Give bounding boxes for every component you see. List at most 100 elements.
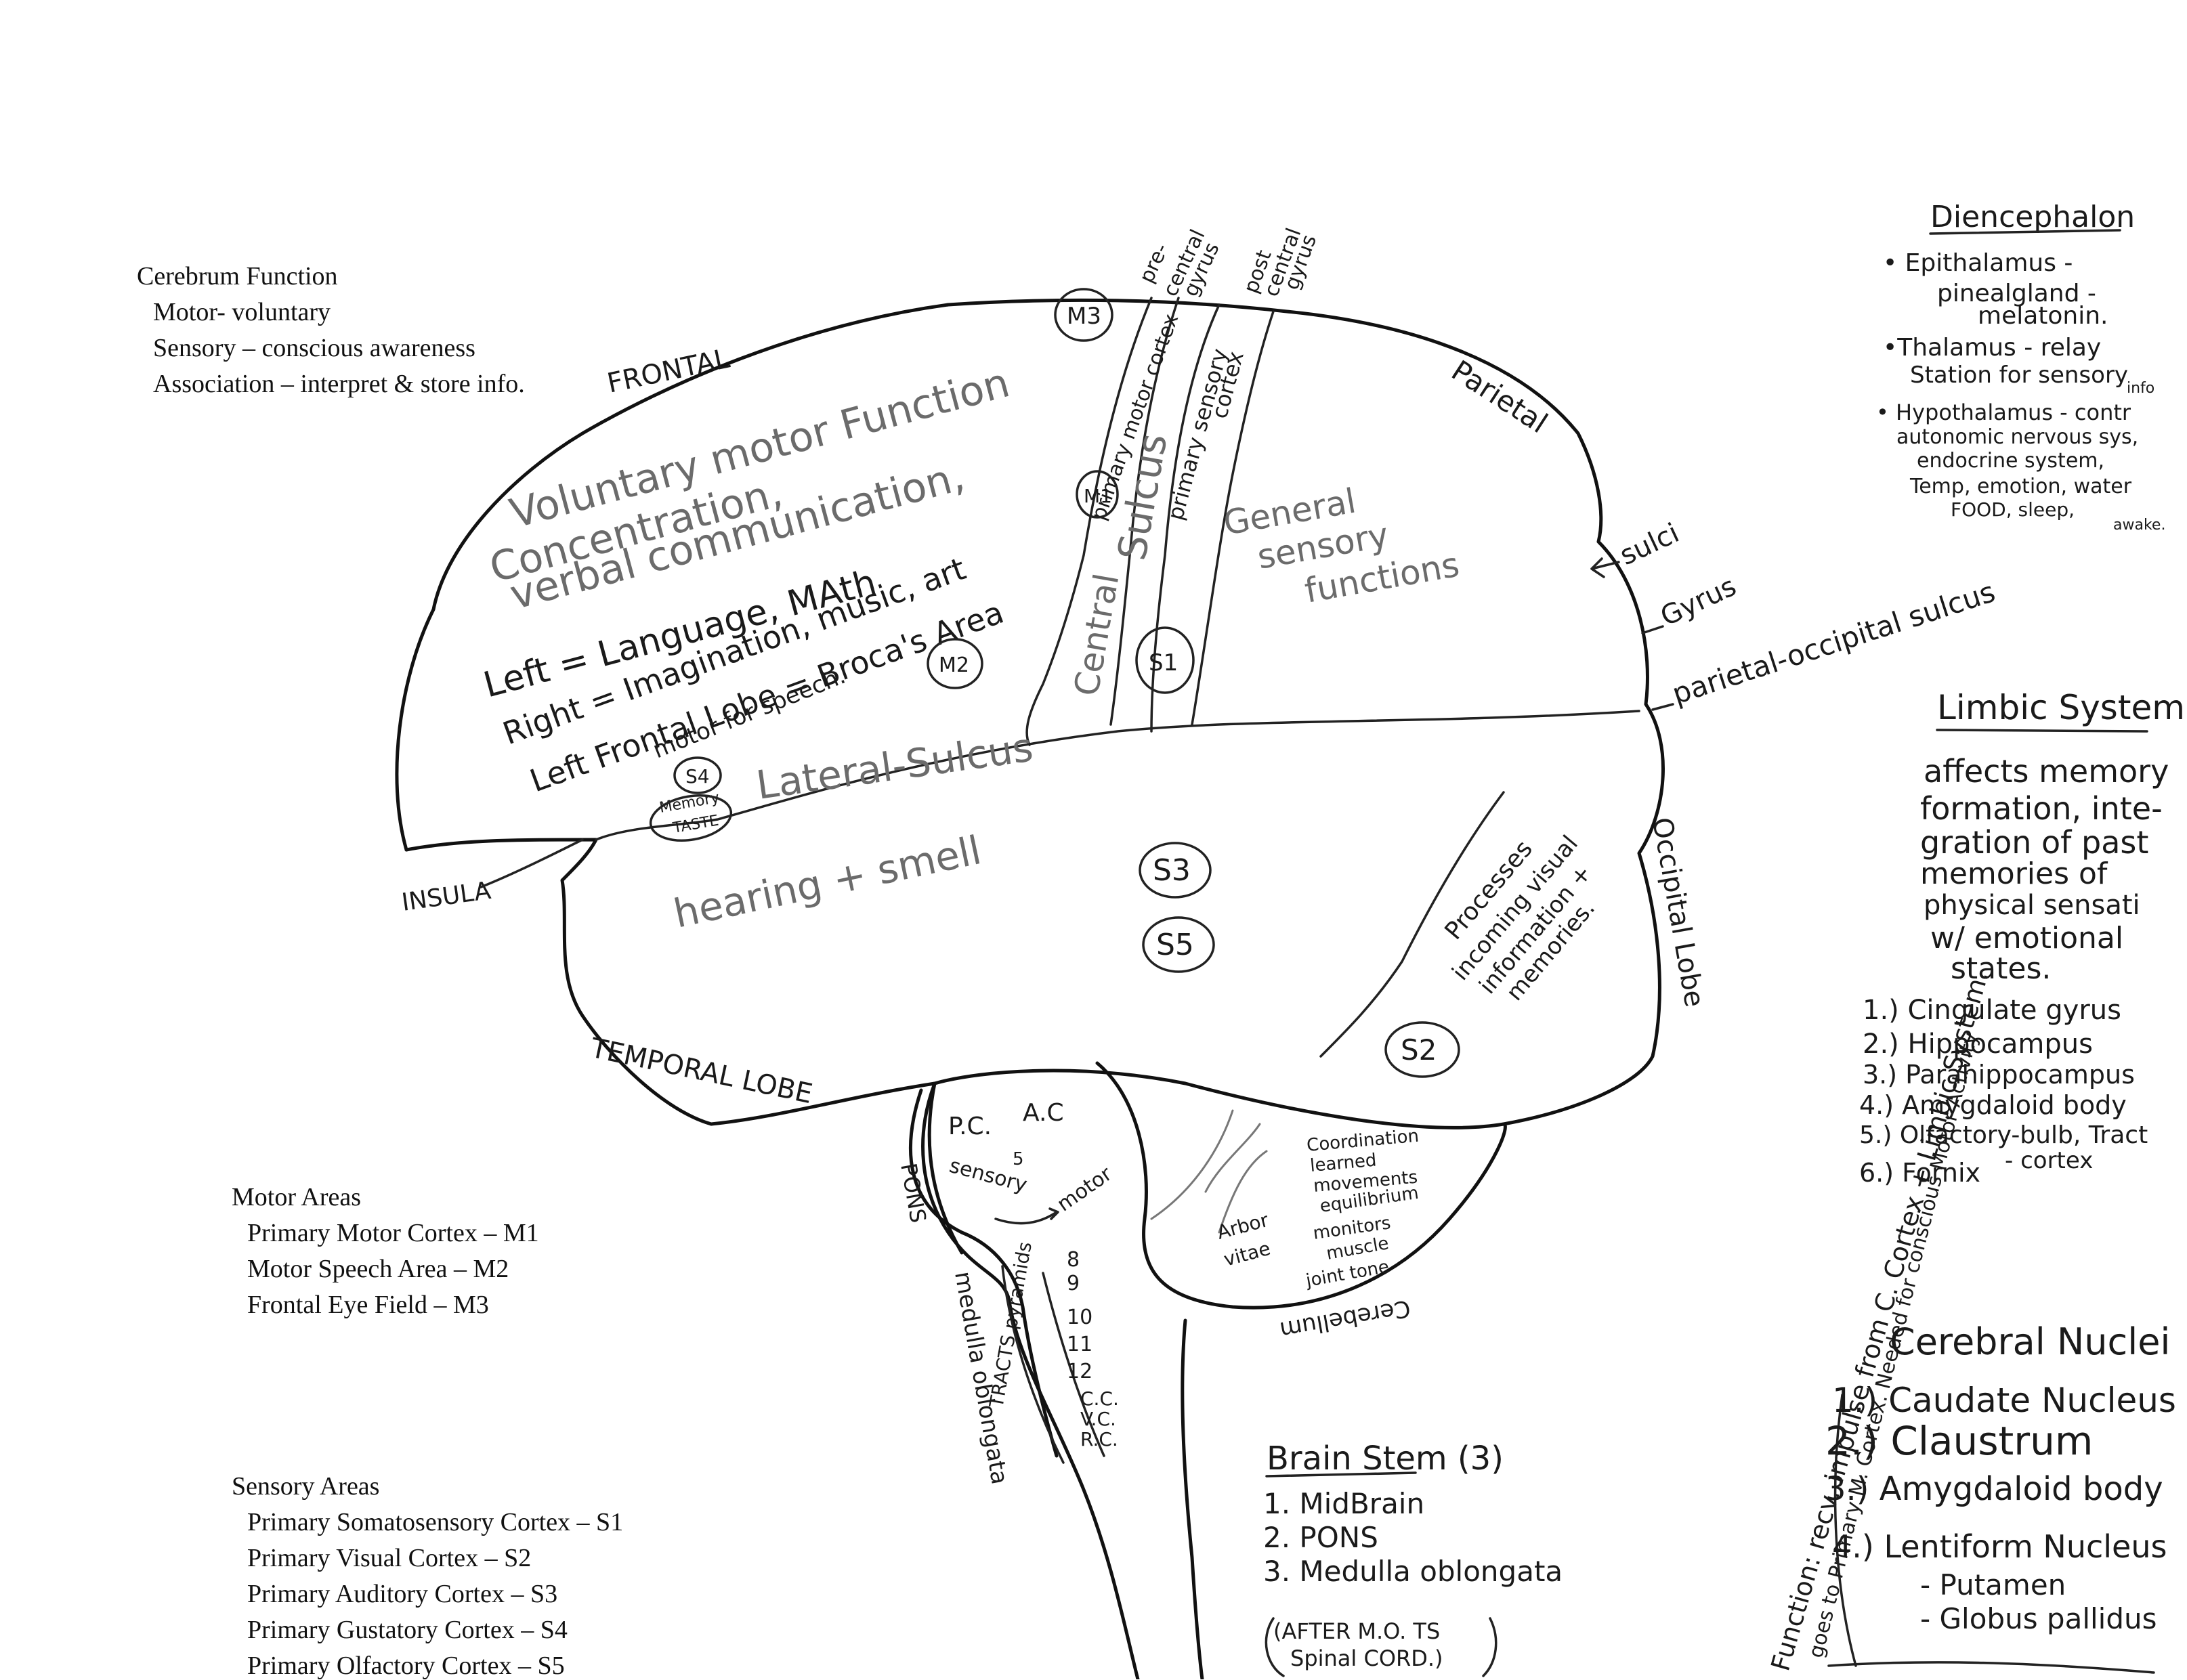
limbic-description-line: gration of past [1920, 824, 2148, 861]
limbic-description-line: memories of [1920, 857, 2108, 891]
diencephalon-line: •Thalamus - relay [1883, 334, 2101, 362]
cranial-nerve-label: 9 [1067, 1272, 1080, 1295]
svg-text:M3: M3 [1067, 303, 1101, 330]
marker-s3: S3 [1139, 842, 1212, 899]
parietal-label: Parietal [1446, 353, 1554, 439]
diencephalon-line: Station for sensory [1910, 362, 2128, 389]
marker-s1: S1 [1135, 626, 1195, 694]
spinal-cord-outline [1181, 1318, 1204, 1679]
medulla-line [1001, 1265, 1105, 1464]
gyrus-label: Gyrus [1656, 571, 1741, 632]
postcentral-gyrus-line [1150, 303, 1220, 733]
cranial-nerve-label: 12 [1067, 1360, 1092, 1383]
brainstem-outline [921, 1081, 1140, 1679]
svg-text:S1: S1 [1149, 649, 1178, 676]
svg-text:S4: S4 [685, 765, 710, 788]
limbic-item: - cortex [2005, 1147, 2093, 1174]
diencephalon-title: Diencephalon [1930, 200, 2135, 234]
cerebral-nuclei-title: Cerebral Nuclei [1890, 1320, 2170, 1363]
diencephalon-line: • Epithalamus - [1883, 249, 2073, 277]
cranial-nerve-label: V.C. [1080, 1408, 1116, 1430]
cerebral-nuclei-item: 4.) Lentiform Nucleus [1832, 1528, 2167, 1565]
sensory-areas-item: Primary Visual Cortex – S2 [247, 1544, 532, 1572]
cerebrum-function-title: Cerebrum Function [137, 262, 338, 290]
diencephalon-line: Temp, emotion, water [1909, 475, 2132, 498]
cerebrum-function-item: Motor- voluntary [153, 298, 331, 326]
brainstem-front-outline [927, 1081, 964, 1255]
cerebellum-outline [1095, 1061, 1507, 1310]
svg-text:S3: S3 [1153, 853, 1191, 888]
limbic-item: 3.) Parahippocampus [1863, 1060, 2135, 1090]
cranial-5-label: 5 [1013, 1149, 1024, 1169]
svg-text:M2: M2 [939, 653, 969, 677]
sensory-areas-item: Primary Gustatory Cortex – S4 [247, 1616, 568, 1644]
svg-text:S5: S5 [1156, 928, 1194, 962]
brain-stem-note: Spinal CORD.) [1290, 1645, 1443, 1671]
limbic-item: 2.) Hippocampus [1863, 1029, 2093, 1060]
insula-label: INSULA [400, 877, 493, 917]
limbic-description-line: states. [1951, 951, 2051, 986]
brain-stem-item: 3. Medulla oblongata [1263, 1555, 1563, 1588]
sensory-areas-title: Sensory Areas [232, 1472, 380, 1501]
diencephalon-line: info [2127, 380, 2154, 397]
cranial-nerve-label: 8 [1067, 1248, 1080, 1272]
occipital-boundary-line [1319, 791, 1505, 1058]
diencephalon-line: awake. [2113, 517, 2165, 534]
marker-m1: M1 [1076, 470, 1119, 519]
temporal-lobe-label: TEMPORAL LOBE [587, 1033, 815, 1111]
motor-areas-item: Motor Speech Area – M2 [247, 1255, 509, 1283]
temporal-lobe-outline [404, 838, 713, 1126]
motor-label: motor [1053, 1162, 1117, 1217]
limbic-item: 5.) Olfactory-bulb, Tract [1859, 1121, 2148, 1149]
limbic-description-line: w/ emotional [1930, 921, 2123, 955]
brain-stem-note: (AFTER M.O. TS [1273, 1618, 1440, 1644]
sulci-label: sulci [1615, 517, 1684, 572]
cerebral-nuclei-item: 3.) Amygdaloid body [1825, 1470, 2163, 1508]
sensory-areas-item: Primary Olfactory Cortex – S5 [247, 1652, 565, 1680]
diencephalon-line: endocrine system, [1917, 449, 2104, 473]
lateral-sulcus-label: Lateral-Sulcus [753, 724, 1036, 809]
postcentral-gyrus-back-line [1191, 310, 1275, 726]
cerebellum-note: joint tone [1304, 1257, 1390, 1291]
cerebral-nuclei-item: 1.) Caudate Nucleus [1832, 1381, 2176, 1420]
sensory-areas-item: Primary Somatosensory Cortex – S1 [247, 1508, 624, 1536]
pons-line [909, 1088, 1059, 1458]
diencephalon-line: melatonin. [1978, 302, 2108, 330]
limbic-item: 6.) Fornix [1859, 1158, 1980, 1188]
diencephalon-line: pinealgland - [1937, 280, 2096, 307]
limbic-system-title: Limbic System [1937, 688, 2185, 727]
occipital-lobe-label: Occipital Lobe [1646, 815, 1710, 1010]
arbor-vitae-label: vitae [1221, 1237, 1273, 1271]
tracts-pyramids-label: TRACTS pyramids [985, 1240, 1036, 1410]
limbic-description-line: affects memory [1924, 753, 2169, 790]
cerebrum-function-item: Sensory – conscious awareness [153, 334, 475, 362]
sensory-areas-item: Primary Auditory Cortex – S3 [247, 1580, 558, 1608]
marker-s5: S5 [1142, 916, 1215, 973]
motor-areas-item: Primary Motor Cortex – M1 [247, 1219, 539, 1247]
precentral-gyrus-line [1109, 297, 1180, 726]
hearing-smell-note: hearing + smell [670, 827, 985, 936]
svg-text:M1: M1 [1084, 485, 1112, 507]
motor-areas-title: Motor Areas [232, 1183, 362, 1211]
lateral-sulcus-line [595, 710, 1640, 841]
diencephalon-line: autonomic nervous sys, [1896, 425, 2138, 449]
marker-s2: S2 [1384, 1021, 1460, 1078]
marker-m3: M3 [1054, 288, 1113, 342]
brain-stem-item: 2. PONS [1263, 1521, 1378, 1554]
diencephalon-line: • Hypothalamus - contr [1876, 400, 2131, 425]
cranial-nerve-label: R.C. [1080, 1428, 1118, 1450]
cerebral-nuclei-item: 2.) Claustrum [1825, 1418, 2093, 1464]
marker-m2: M2 [927, 638, 983, 689]
limbic-description-line: physical sensati [1924, 890, 2140, 921]
brain-stem-item: 1. MidBrain [1263, 1487, 1424, 1520]
pc-label: P.C. [948, 1113, 992, 1140]
cranial-nerve-label: 10 [1067, 1306, 1092, 1329]
limbic-item: 4.) Amygdaloid body [1859, 1090, 2127, 1120]
central-sulcus-line [1025, 297, 1153, 746]
marker-s4: S4 [673, 756, 722, 794]
limbic-item: 1.) Cingulate gyrus [1863, 995, 2121, 1026]
cerebrum-outline [395, 298, 1665, 1129]
cerebellum-label: Cerebellum [1278, 1294, 1413, 1343]
